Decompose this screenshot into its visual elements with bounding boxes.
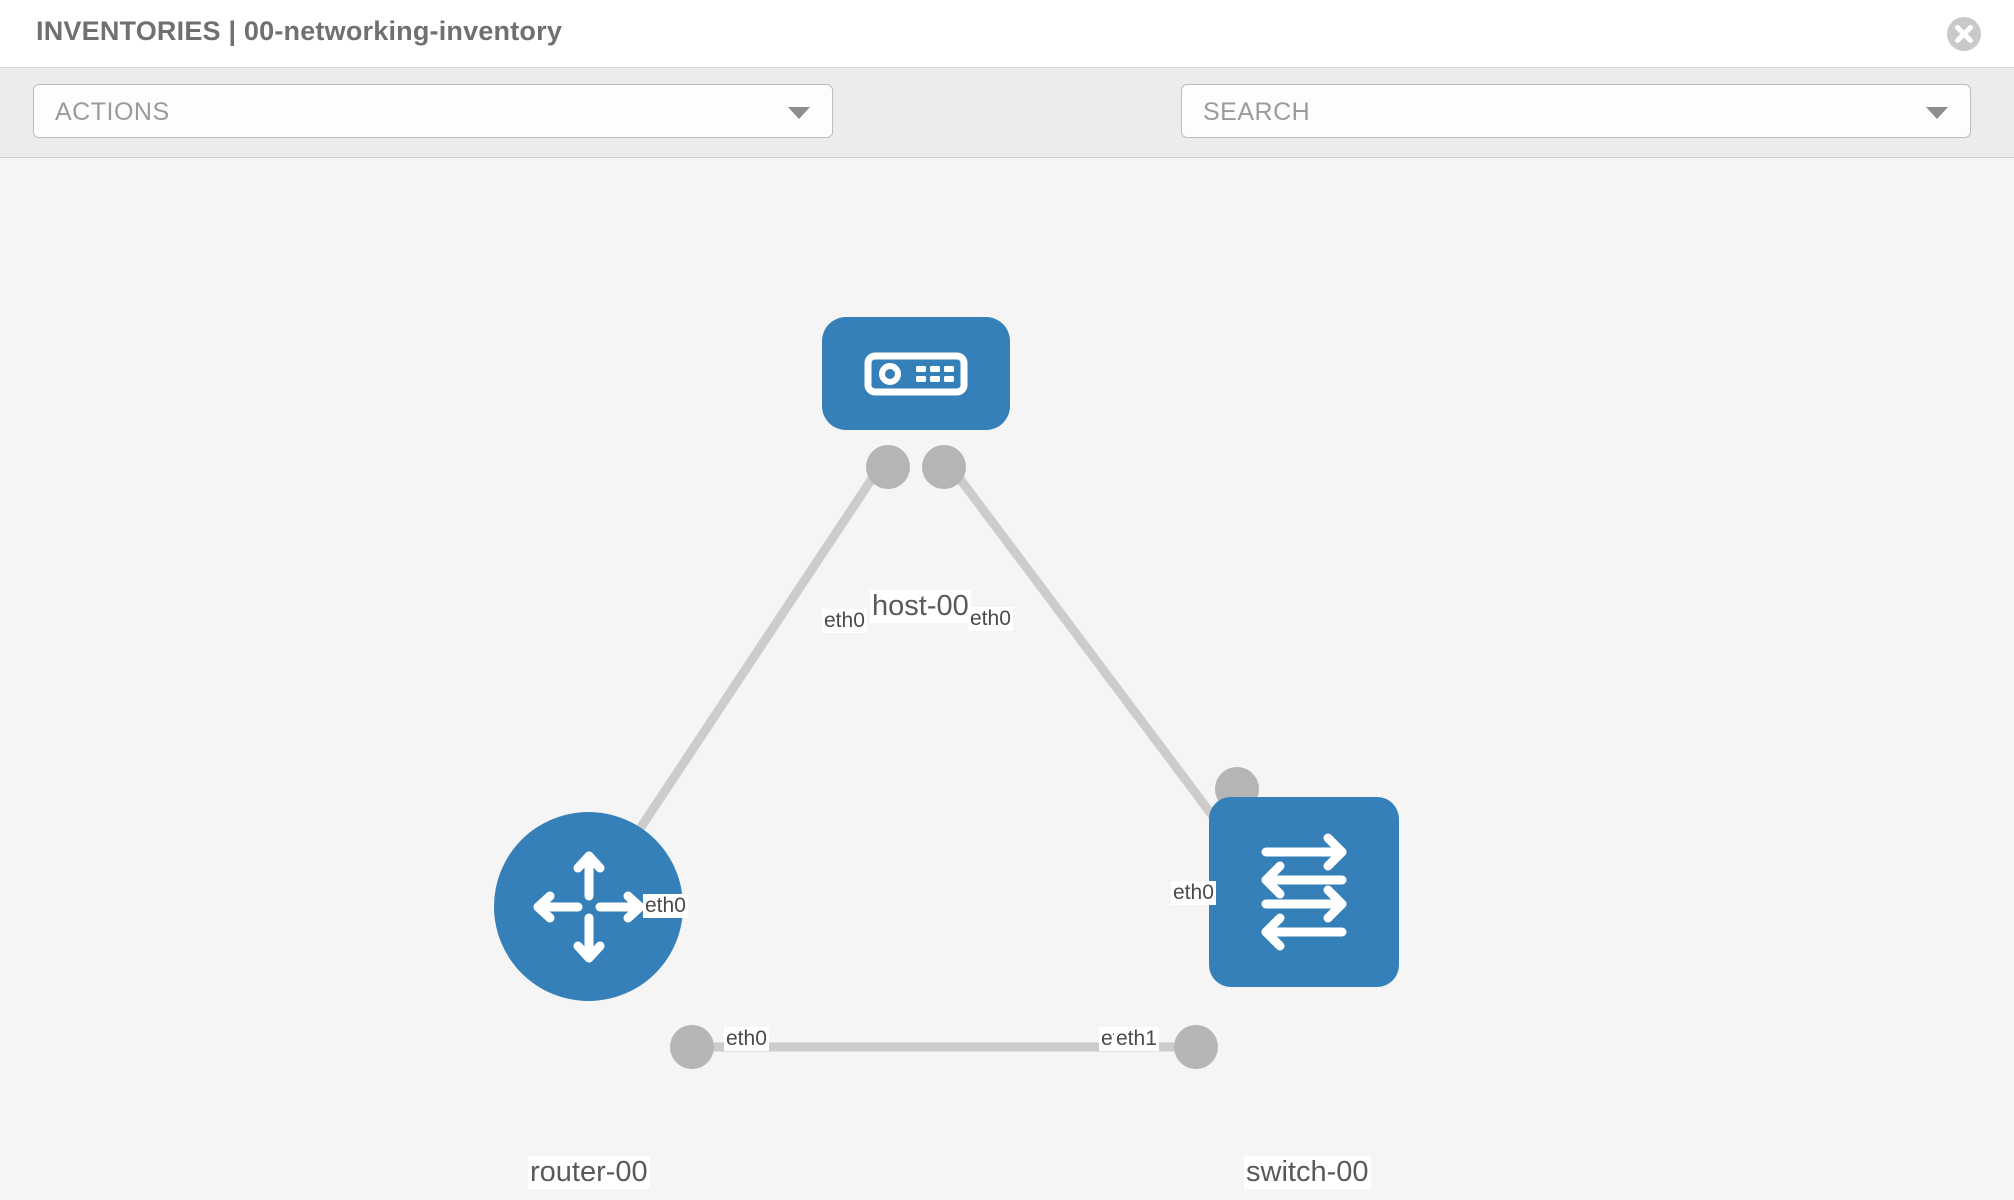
link-host-switch[interactable] (941, 456, 1249, 862)
close-icon[interactable] (1942, 12, 1986, 56)
actions-dropdown-label: ACTIONS (55, 98, 170, 126)
connector-dot (670, 1025, 714, 1069)
topology-canvas[interactable]: host-00 router-00 switch-00 eth0 eth0 et… (0, 159, 2014, 1200)
node-host-00[interactable] (822, 317, 1010, 430)
page-title: INVENTORIES | 00-networking-inventory (36, 16, 563, 46)
chevron-down-icon[interactable] (1926, 107, 1948, 119)
connector-dot (866, 445, 910, 489)
actions-dropdown[interactable]: ACTIONS (33, 84, 833, 138)
search-input[interactable]: SEARCH (1181, 84, 1971, 138)
connector-dot (1174, 1025, 1218, 1069)
interface-label-router-middle: eth0 (724, 1027, 769, 1051)
toolbar: ACTIONS SEARC (0, 68, 2014, 197)
router-icon (533, 851, 644, 962)
interface-label-host-right: eth0 (968, 607, 1013, 631)
link-router-host[interactable] (596, 456, 889, 892)
topology-links (596, 445, 1259, 1069)
page-header: INVENTORIES | 00-networking-inventory (0, 0, 2014, 68)
node-label-router-00: router-00 (528, 1156, 650, 1189)
node-label-host-00: host-00 (870, 590, 971, 623)
node-switch-00[interactable] (1209, 797, 1399, 987)
chevron-down-icon (788, 107, 810, 119)
connector-dot (922, 445, 966, 489)
switch-icon (1261, 833, 1347, 951)
interface-label-router-uplink: eth0 (643, 894, 688, 918)
server-icon (864, 352, 968, 395)
node-label-switch-00: switch-00 (1244, 1156, 1371, 1189)
interface-label-host-left: eth0 (822, 609, 867, 633)
interface-label-switch-uplink: eth0 (1171, 881, 1216, 905)
interface-label-switch-middle: eth1 (1114, 1027, 1159, 1051)
search-placeholder: SEARCH (1203, 98, 1311, 126)
